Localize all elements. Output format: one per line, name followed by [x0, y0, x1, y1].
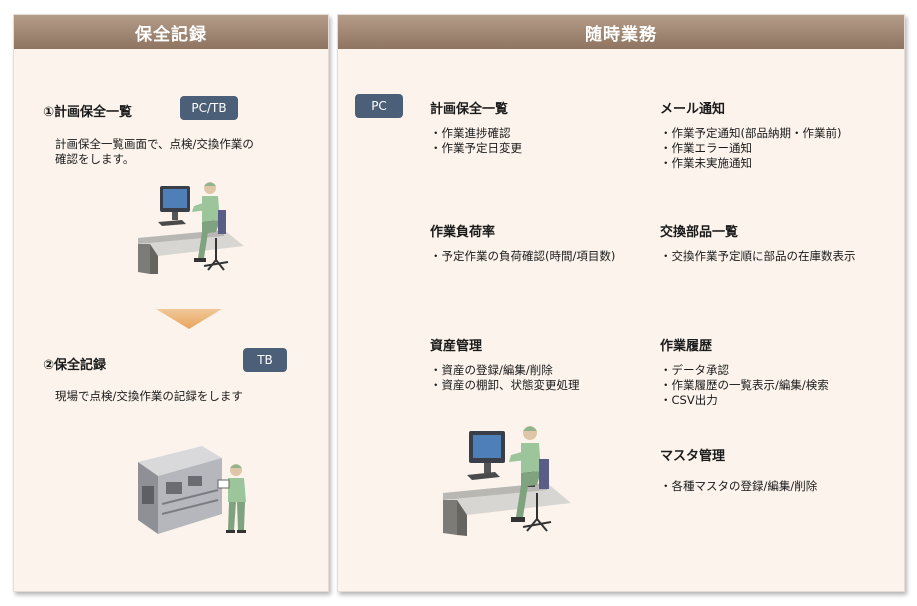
list-item: CSV出力: [660, 393, 829, 408]
section-workload-rate: 作業負荷率 予定作業の負荷確認(時間/項目数): [430, 221, 615, 264]
step1-title: ①計画保全一覧: [43, 105, 133, 120]
panel-header-adhoc-tasks: 随時業務: [338, 15, 904, 49]
item-list: データ承認 作業履歴の一覧表示/編集/検索 CSV出力: [660, 363, 829, 408]
section-replacement-parts-list: 交換部品一覧 交換作業予定順に部品の在庫数表示: [660, 221, 856, 264]
item-list: 交換作業予定順に部品の在庫数表示: [660, 249, 856, 264]
list-item: 交換作業予定順に部品の在庫数表示: [660, 249, 856, 264]
item-list: 作業進捗確認 作業予定日変更: [430, 126, 523, 156]
flow-arrow-down: [156, 309, 222, 329]
section-title: 資産管理: [430, 339, 483, 354]
item-list: 予定作業の負荷確認(時間/項目数): [430, 249, 616, 264]
section-title: 作業負荷率: [430, 225, 496, 240]
badge-tb: TB: [243, 348, 287, 372]
step1-description: 計画保全一覧画面で、点検/交換作業の 確認をします。: [55, 137, 254, 166]
section-title: メール通知: [660, 102, 726, 117]
step2-title: ②保全記録: [43, 358, 107, 373]
list-item: 作業予定通知(部品納期・作業前): [660, 126, 842, 141]
section-work-history: 作業履歴 データ承認 作業履歴の一覧表示/編集/検索 CSV出力: [660, 335, 829, 408]
section-title: 作業履歴: [660, 339, 713, 354]
list-item: 作業進捗確認: [430, 126, 522, 141]
section-title: マスタ管理: [660, 449, 726, 464]
badge-pc-tb: PC/TB: [180, 96, 238, 120]
list-item: データ承認: [660, 363, 829, 378]
machine-worker-illustration: [138, 446, 246, 534]
pc-worker-illustration: [443, 426, 571, 536]
section-mail-notification: メール通知 作業予定通知(部品納期・作業前) 作業エラー通知 作業未実施通知: [660, 98, 841, 171]
maintenance-record-panel: 保全記録 ①計画保全一覧 PC/TB 計画保全一覧画面で、点検/交換作業の 確認…: [13, 14, 329, 592]
step2-description: 現場で点検/交換作業の記録をします: [55, 389, 243, 403]
section-title: 計画保全一覧: [430, 102, 509, 117]
list-item: 作業エラー通知: [660, 141, 841, 156]
adhoc-tasks-panel: 随時業務 PC 計画保全一覧 作業進捗確認 作業予定日変更 メール通知 作業予定…: [337, 14, 905, 592]
list-item: 資産の登録/編集/削除: [430, 363, 580, 378]
list-item: 作業履歴の一覧表示/編集/検索: [660, 378, 829, 393]
section-planned-maintenance-list: 計画保全一覧 作業進捗確認 作業予定日変更: [430, 98, 522, 156]
item-list: 作業予定通知(部品納期・作業前) 作業エラー通知 作業未実施通知: [660, 126, 842, 171]
list-item: 各種マスタの登録/編集/削除: [660, 479, 818, 494]
item-list: 各種マスタの登録/編集/削除: [660, 479, 818, 494]
pc-worker-illustration: [138, 182, 244, 274]
section-title: 交換部品一覧: [660, 225, 739, 240]
list-item: 作業予定日変更: [430, 141, 523, 156]
list-item: 作業未実施通知: [660, 156, 841, 171]
list-item: 予定作業の負荷確認(時間/項目数): [430, 249, 616, 264]
section-asset-management: 資産管理 資産の登録/編集/削除 資産の棚卸、状態変更処理: [430, 335, 580, 393]
badge-pc: PC: [355, 94, 403, 118]
panel-header-maintenance-record: 保全記録: [14, 15, 328, 49]
section-master-management: マスタ管理 各種マスタの登録/編集/削除: [660, 445, 817, 494]
list-item: 資産の棚卸、状態変更処理: [430, 378, 580, 393]
item-list: 資産の登録/編集/削除 資産の棚卸、状態変更処理: [430, 363, 580, 393]
